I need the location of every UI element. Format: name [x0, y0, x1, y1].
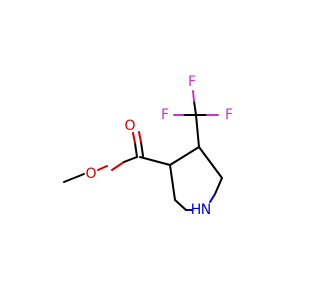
bond-carbonyl-double-a-red: [132, 132, 136, 144]
atom-h-ring: H: [191, 202, 202, 218]
molecule-diagram: O O F F F N H: [63, 74, 233, 218]
atom-o-methoxy: O: [85, 166, 96, 182]
bond-carbonyl-double-a: [134, 142, 138, 158]
bond-c4-cf3: [195, 114, 200, 148]
atom-n-ring: N: [201, 202, 211, 218]
atom-f-left: F: [161, 107, 169, 123]
bond-methyl-o: [63, 173, 85, 183]
bond-carbonyl-double-b: [140, 141, 144, 157]
bond-c5-n: [214, 177, 223, 195]
bond-cf3-f3-pink: [192, 90, 195, 102]
bond-n-c2: [174, 199, 187, 211]
atom-o-carbonyl: O: [124, 118, 135, 134]
bond-c4-c5: [198, 146, 223, 179]
bond-carbonyl-c3: [139, 156, 171, 166]
bond-methyl-o-red: [97, 165, 108, 171]
bond-cf3-f3: [193, 100, 197, 116]
atom-f-top: F: [188, 74, 196, 90]
bond-c5-n-blue: [209, 193, 216, 203]
atom-f-right: F: [225, 107, 233, 123]
bond-o-carbonyl-red: [111, 161, 125, 171]
structure-canvas: O O F F F N H: [63, 74, 233, 218]
bond-c3-c4: [169, 146, 200, 166]
bond-o-carbonyl: [123, 156, 138, 163]
bond-carbonyl-double-b-red: [138, 131, 142, 143]
bond-c2-c3: [169, 164, 176, 201]
